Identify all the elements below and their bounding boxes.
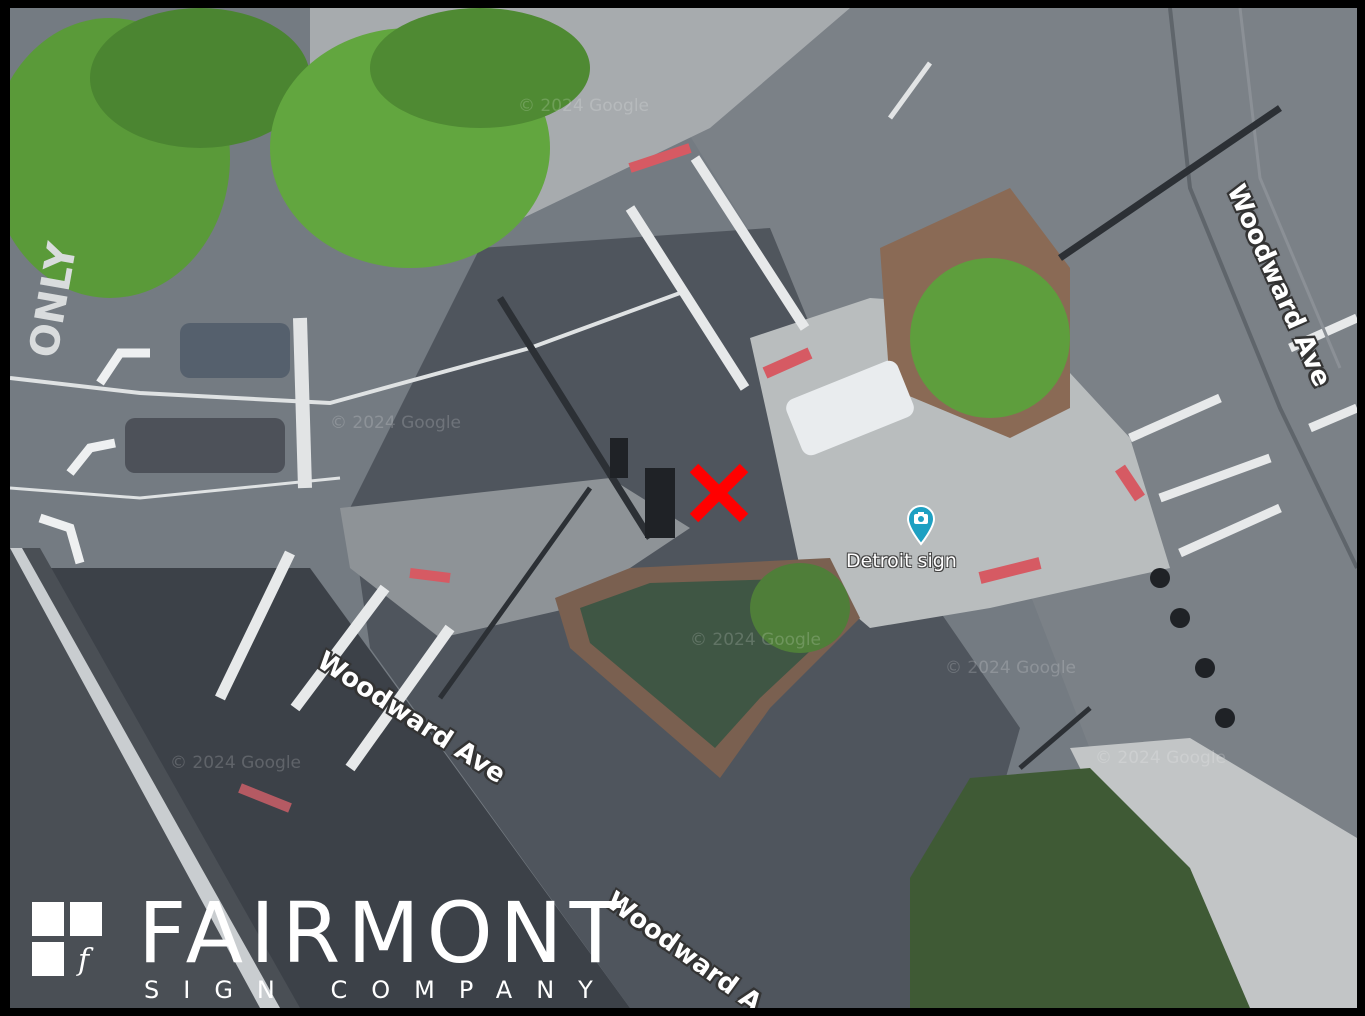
map-watermark: © 2024 Google xyxy=(690,630,822,650)
poi-label-detroit-sign[interactable]: Detroit sign xyxy=(846,550,957,572)
map-watermark: © 2024 Google xyxy=(945,658,1077,678)
map-watermark: © 2024 Google xyxy=(330,413,462,433)
map-watermark: © 2024 Google xyxy=(518,96,650,116)
svg-text:f: f xyxy=(76,943,94,978)
x-mark-icon xyxy=(689,463,749,523)
camera-pin-icon[interactable] xyxy=(906,504,936,546)
map-imagery: ONLY xyxy=(10,8,1357,1008)
map-watermark: © 2024 Google xyxy=(170,753,302,773)
map-watermark: © 2024 Google xyxy=(1095,748,1227,768)
fairmont-logo-mark-icon: f xyxy=(32,902,102,978)
satellite-map[interactable]: ONLY © 2024 Google © 2024 Google © 2024 … xyxy=(10,8,1357,1008)
brand-name: FAIRMONT xyxy=(138,884,628,982)
brand-tagline: SIGN COMPANY xyxy=(144,976,617,1004)
fairmont-logo: f FAIRMONT SIGN COMPANY xyxy=(32,886,652,1006)
